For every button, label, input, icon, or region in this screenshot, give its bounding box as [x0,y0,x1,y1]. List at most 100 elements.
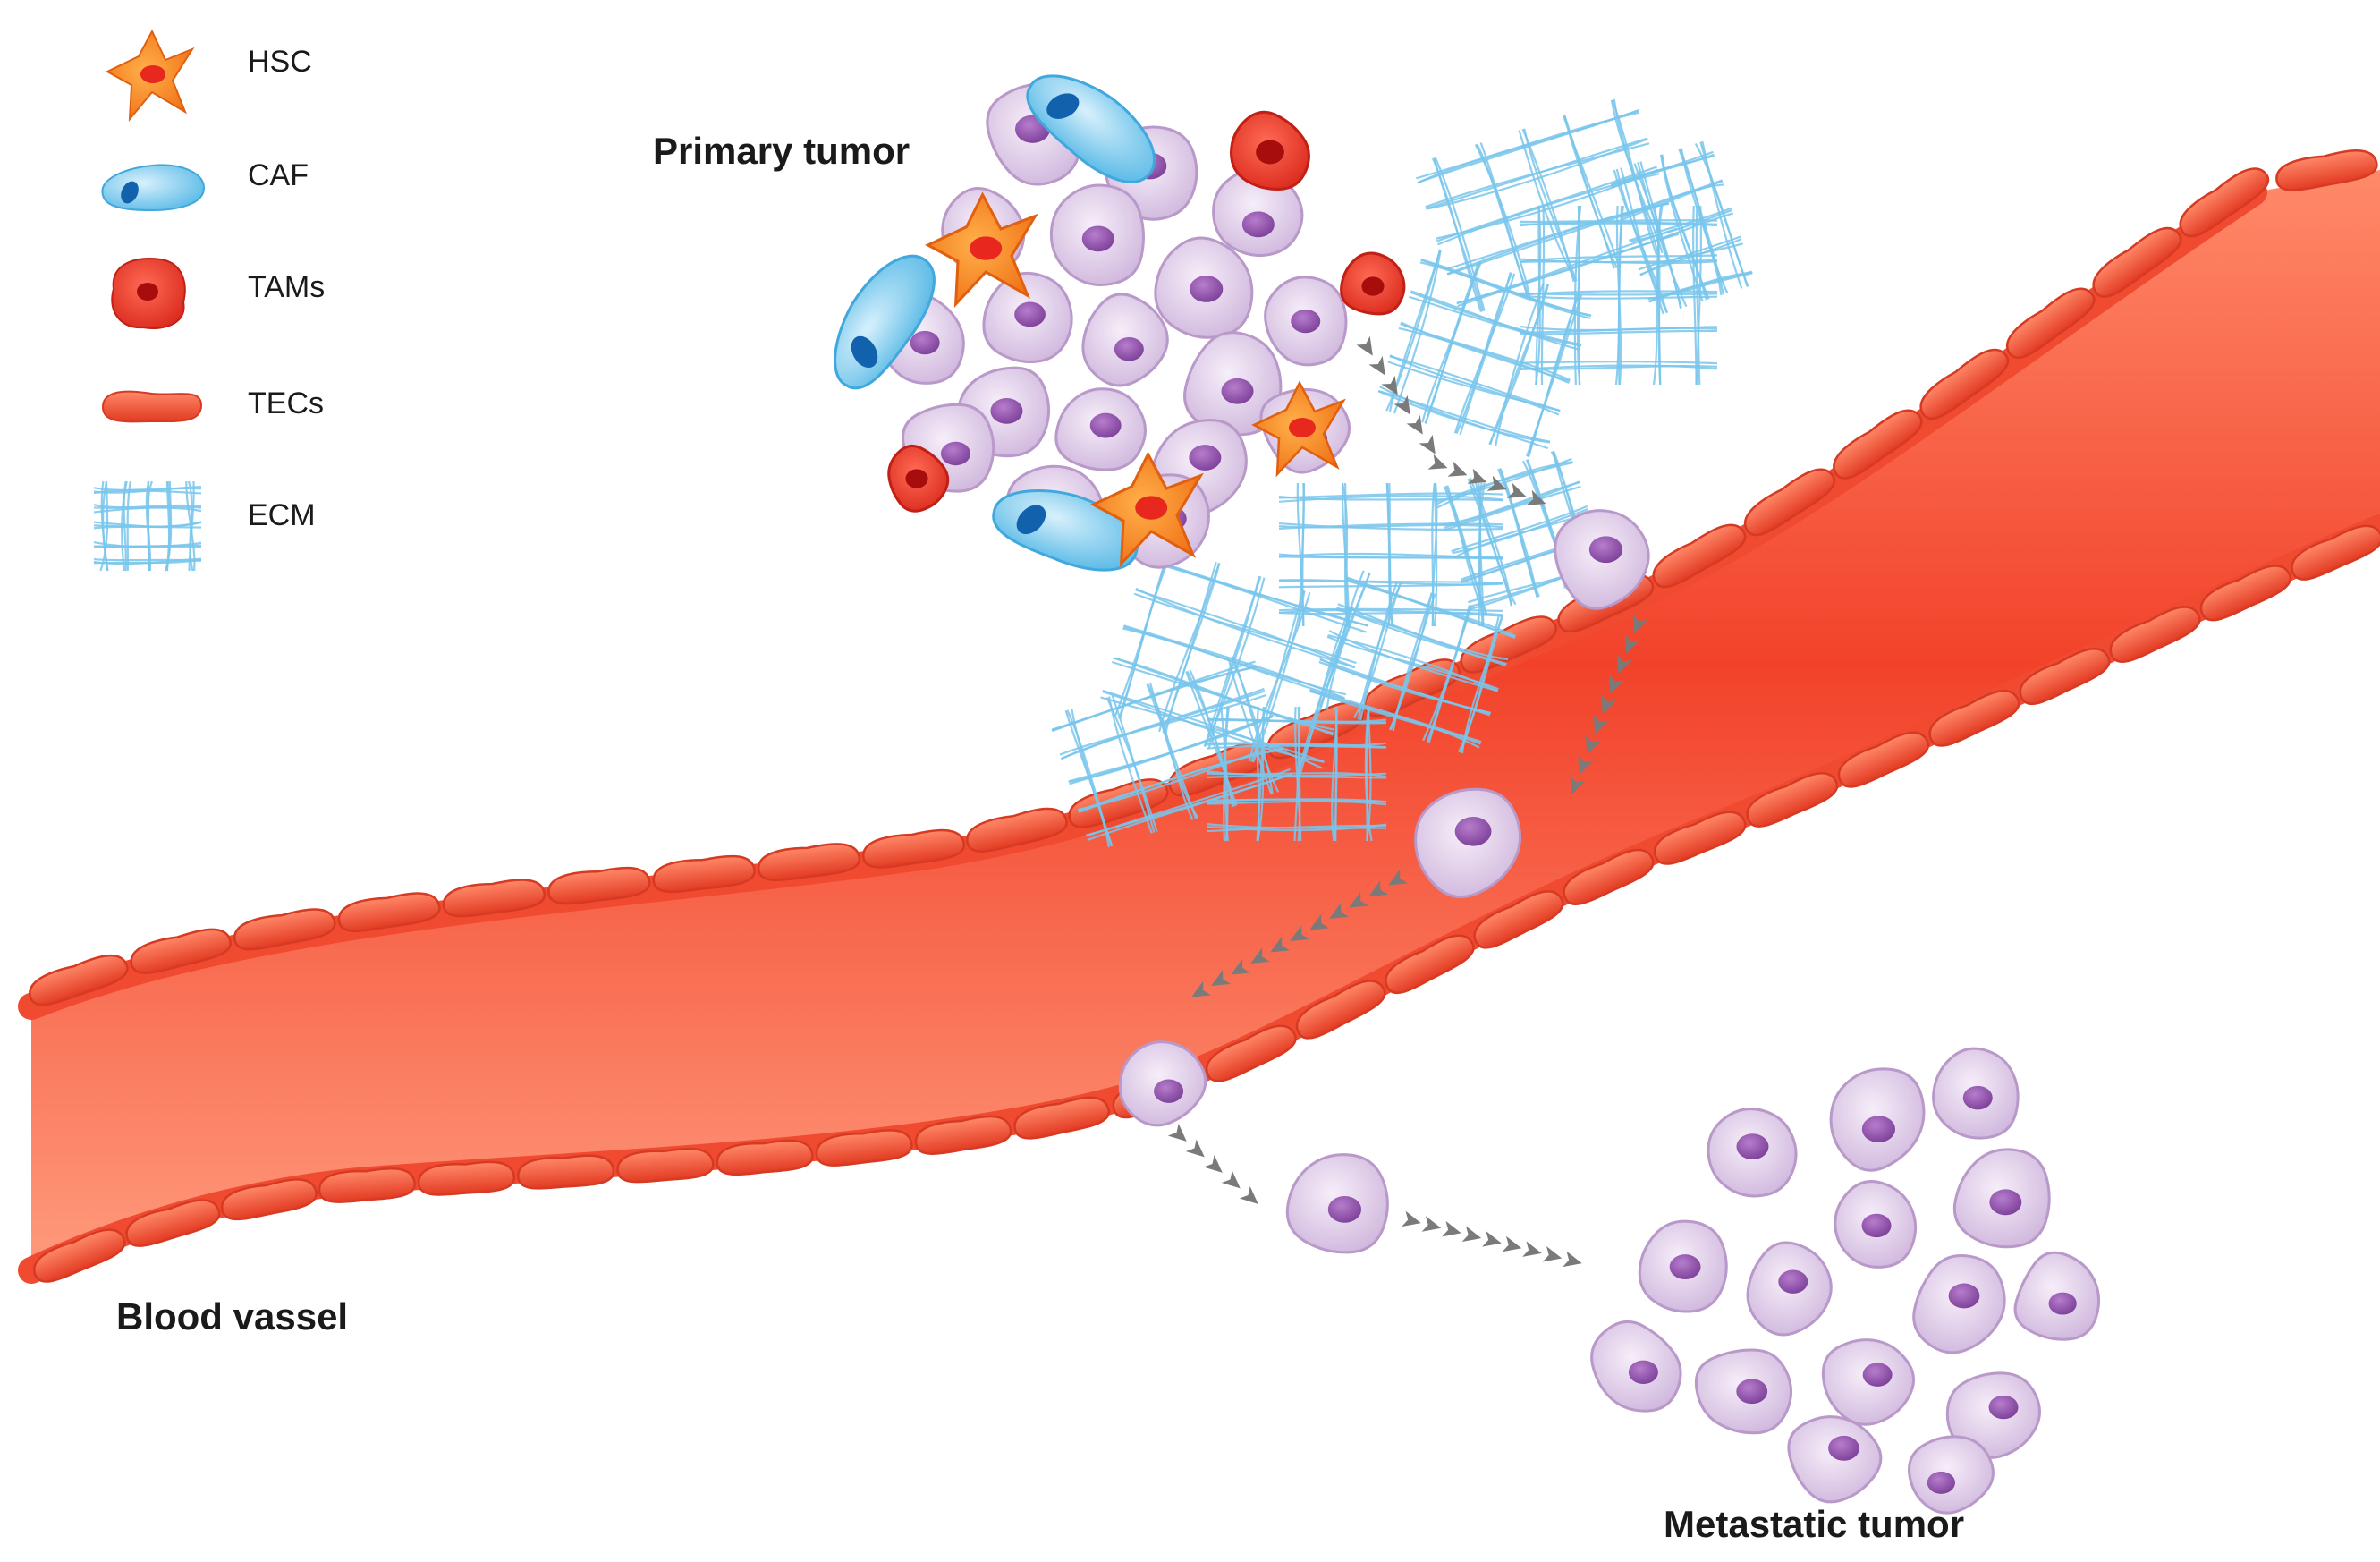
caf-cell [992,488,1139,572]
metastatic-tumor-cell [1590,1320,1682,1413]
legend-label-hsc: HSC [248,45,312,79]
tec-cell [29,954,129,1006]
ecm-fiber-patch [1610,140,1753,315]
migration-arrows [1167,335,1648,1268]
legend-label-caf: CAF [248,158,309,192]
arrow-chain [1167,1123,1258,1204]
metastatic-tumor-cell [1821,1338,1916,1426]
metastatic-tumor-cell [1952,1148,2051,1249]
tec-cell [1013,1096,1110,1140]
metastatic-tumor-cell [1945,1371,2041,1459]
tec-cell [2275,149,2378,191]
tumor-cell [1154,236,1254,339]
tec-cell [2179,167,2270,238]
metastatic-tumor [1590,1047,2101,1515]
legend-label-tams: TAMs [248,270,326,304]
caf-cell [834,254,936,390]
ecm-fiber-patch [1309,570,1517,754]
tec-cell [1928,690,2020,747]
primary-tumor [834,74,1406,572]
hsc-cell [925,191,1038,309]
tec-cell [1652,523,1747,589]
tec-cell [442,879,546,918]
hsc-cell [1251,380,1346,478]
metastatic-tumor-cell [1908,1435,1995,1515]
tec-cell [547,866,651,905]
tec-icon [101,390,203,423]
metastatic-tumor-cell [1932,1047,2020,1140]
tec-cell [1385,934,1475,994]
metastatic-tumor-cell [1707,1108,1798,1198]
tec-cell [33,1228,126,1283]
tam-cell [887,444,950,513]
tumor-cell [1212,168,1304,258]
tam-cell [1340,251,1406,316]
tec-cell [1919,348,2010,420]
metastatic-tumor-cell [1638,1219,1728,1313]
metastatic-tumor-cell [1912,1254,2006,1354]
metastatic-tumor-cell [2013,1251,2101,1341]
tec-cell [1653,811,1747,865]
tec-cell [2092,227,2182,298]
tec-cell [1473,890,1564,949]
tec-cell [815,1129,913,1167]
tec-cell [966,807,1068,853]
tec-cell [616,1147,715,1184]
migrating-tumor-cell [1554,509,1650,610]
ecm-fiber-patch [1207,706,1387,842]
metastatic-tumor-cell [1829,1067,1926,1172]
tec-cell [652,854,756,894]
tumor-cell [1081,293,1169,387]
tec-cell [1744,468,1836,537]
tam-icon [111,258,186,329]
ecm-fiber-patch [1520,205,1718,386]
tec-cell [130,928,232,974]
hsc-cell [1090,451,1204,568]
metastatic-tumor-cell [1694,1348,1793,1435]
blood-vessel-label: Blood vassel [116,1295,349,1337]
caf-icon [101,164,206,212]
tec-cell [716,1139,814,1176]
metastatic-tumor-label: Metastatic tumor [1664,1503,1965,1545]
metastatic-tumor-cell [1787,1415,1883,1504]
ecm-icon [93,480,202,572]
ecm-fiber-patch [1278,482,1503,627]
legend-label-tecs: TECs [248,386,324,420]
arrow-chain [1191,869,1409,997]
tec-cell [417,1160,516,1196]
tec-cell [2006,287,2096,360]
migrating-tumor-cell [1414,787,1521,899]
tam-cell [1230,110,1310,191]
tec-cell [1205,1024,1297,1082]
tumor-cell [1183,331,1283,437]
arrow-chain [1570,614,1648,795]
tec-cell [517,1154,615,1190]
tec-cells-upper [29,149,2378,1006]
ecm-fiber-patch [93,480,202,572]
ecm-fiber-patch [1377,249,1592,458]
tec-cell [2109,606,2201,663]
arrow-chain [1356,335,1436,454]
tumor-cell [1049,183,1145,287]
tec-cell [221,1178,318,1221]
caf-cell [1026,74,1156,183]
arrow-chain [1427,454,1546,505]
tec-cell [2291,524,2380,581]
tec-cell [233,908,336,951]
tec-cell [1295,980,1386,1040]
tec-cell [862,828,965,869]
tumor-cell [1264,276,1348,367]
extracellular-matrix [1051,98,1753,848]
metastatic-tumor-cell [1834,1180,1918,1269]
tec-cell [757,843,861,881]
tumor-cell [1054,387,1147,471]
hsc-icon [105,29,195,122]
tec-cell [914,1115,1012,1155]
migrating-tumor-cell [1118,1040,1207,1127]
arrow-chain [1402,1210,1582,1268]
tec-cell [1837,731,1930,788]
ecm-fiber-patch [1051,656,1292,848]
tec-cell [1746,772,1839,828]
metastatic-tumor-cell [1746,1241,1833,1337]
